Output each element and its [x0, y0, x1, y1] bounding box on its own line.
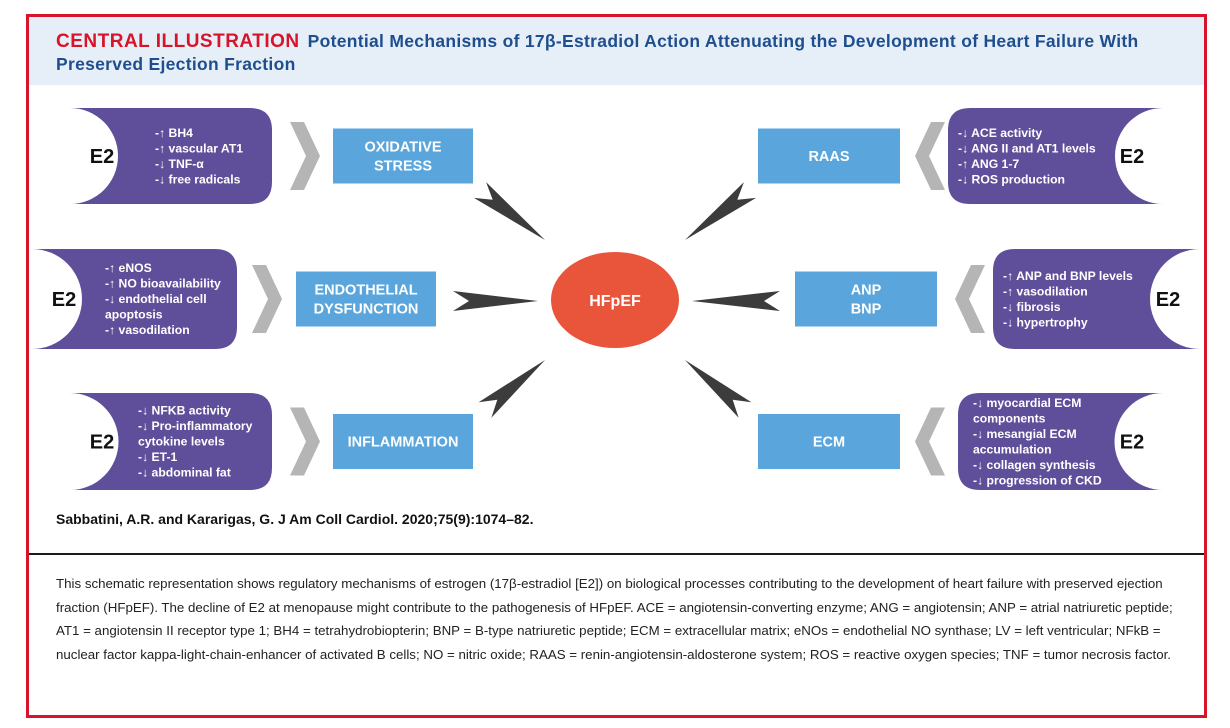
left-e2-label-2: E2 [90, 432, 114, 454]
header-band [29, 17, 1204, 85]
right-chevron-0 [915, 122, 945, 190]
left-process-box-0-label-1: STRESS [374, 159, 432, 175]
left-effect-pill-2 [70, 393, 272, 490]
right-effect-pill-0 [948, 108, 1163, 204]
arrow-raas-to-hfpef [685, 182, 757, 240]
hfpef-label: HFpEF [589, 293, 641, 310]
left-e2-label-0: E2 [90, 146, 114, 168]
arrow-endothelial-to-hfpef [453, 291, 538, 311]
right-effect-text-1-line-1: -↑ vasodilation [1003, 284, 1088, 298]
figure-title-text: Potential Mechanisms of 17β-Estradiol Ac… [56, 31, 1139, 74]
left-effect-text-1-line-0: -↑ eNOS [105, 261, 152, 275]
right-process-box-1-label-0: ANP [851, 283, 882, 299]
left-effect-text-1-line-4: -↑ vasodilation [105, 323, 190, 337]
left-effect-pill-0-cutout [70, 108, 118, 204]
right-effect-pill-1-cutout [1150, 249, 1200, 349]
right-effect-text-0-line-3: -↓ ROS production [958, 172, 1065, 186]
right-process-box-1-label-1: BNP [851, 302, 882, 318]
right-effect-text-1-line-0: -↑ ANP and BNP levels [1003, 269, 1133, 283]
right-chevron-2 [915, 407, 945, 476]
right-effect-pill-0-cutout [1115, 108, 1163, 204]
left-effect-pill-1 [32, 249, 237, 349]
right-e2-label-0: E2 [1120, 146, 1144, 168]
left-process-box-1 [296, 271, 436, 327]
right-process-box-0 [758, 128, 900, 184]
left-process-box-2 [333, 414, 473, 469]
left-process-box-2-label-0: INFLAMMATION [348, 435, 459, 451]
right-effect-pill-1 [993, 249, 1200, 349]
left-effect-text-2-line-4: -↓ abdominal fat [138, 466, 231, 480]
arrow-anp-bnp-to-hfpef [692, 291, 780, 311]
right-effect-text-2-line-0: -↓ myocardial ECM [973, 396, 1081, 410]
right-effect-pill-2-cutout [1114, 393, 1163, 490]
central-illustration-label: CENTRAL ILLUSTRATION [56, 31, 300, 52]
left-chevron-2 [290, 407, 320, 476]
left-effect-text-2-line-3: -↓ ET-1 [138, 450, 177, 464]
arrow-ecm-to-hfpef [685, 360, 752, 418]
right-effect-text-0-line-1: -↓ ANG II and AT1 levels [958, 141, 1096, 155]
right-effect-text-1-line-3: -↓ hypertrophy [1003, 315, 1088, 329]
left-effect-text-0-line-3: -↓ free radicals [155, 172, 241, 186]
left-process-box-0 [333, 128, 473, 184]
left-effect-text-2-line-2: cytokine levels [138, 435, 225, 449]
right-effect-text-2-line-1: components [973, 411, 1046, 425]
hfpef-node [551, 252, 679, 348]
left-process-box-0-label-0: OXIDATIVE [364, 140, 441, 156]
left-chevron-1 [252, 265, 282, 333]
left-effect-text-1-line-2: -↓ endothelial cell [105, 292, 207, 306]
right-e2-label-1: E2 [1156, 289, 1180, 311]
right-e2-label-2: E2 [1120, 432, 1144, 454]
right-process-box-2 [758, 414, 900, 469]
left-effect-text-0-line-0: -↑ BH4 [155, 126, 193, 140]
left-effect-pill-2-cutout [70, 393, 119, 490]
right-effect-pill-2 [958, 393, 1163, 490]
right-effect-text-2-line-5: -↓ progression of CKD [973, 473, 1102, 487]
left-effect-text-2-line-1: -↓ Pro-inflammatory [138, 419, 253, 433]
right-effect-text-2-line-2: -↓ mesangial ECM [973, 427, 1077, 441]
left-effect-text-0-line-2: -↓ TNF-α [155, 157, 204, 171]
left-effect-text-2-line-0: -↓ NFKB activity [138, 404, 231, 418]
left-effect-text-1-line-1: -↑ NO bioavailability [105, 277, 221, 291]
right-effect-text-0-line-2: -↑ ANG 1-7 [958, 157, 1019, 171]
left-process-box-1-label-1: DYSFUNCTION [314, 302, 419, 318]
arrow-oxidative-to-hfpef [473, 182, 545, 240]
right-process-box-2-label-0: ECM [813, 435, 845, 451]
divider [29, 553, 1204, 555]
left-e2-label-1: E2 [52, 289, 76, 311]
right-process-box-0-label-0: RAAS [808, 149, 849, 165]
citation: Sabbatini, A.R. and Kararigas, G. J Am C… [56, 511, 534, 527]
left-effect-pill-1-cutout [32, 249, 82, 349]
left-chevron-0 [290, 122, 320, 190]
left-process-box-1-label-0: ENDOTHELIAL [314, 283, 417, 299]
right-effect-text-2-line-3: accumulation [973, 442, 1052, 456]
right-effect-text-1-line-2: -↓ fibrosis [1003, 300, 1061, 314]
left-effect-text-1-line-3: apoptosis [105, 308, 163, 322]
caption: This schematic representation shows regu… [56, 576, 1173, 662]
right-process-box-1 [795, 271, 937, 327]
right-chevron-1 [955, 265, 985, 333]
right-effect-text-0-line-0: -↓ ACE activity [958, 126, 1042, 140]
left-effect-pill-0 [70, 108, 272, 204]
left-effect-text-0-line-1: -↑ vascular AT1 [155, 141, 243, 155]
arrow-inflammation-to-hfpef [478, 360, 545, 418]
right-effect-text-2-line-4: -↓ collagen synthesis [973, 458, 1096, 472]
